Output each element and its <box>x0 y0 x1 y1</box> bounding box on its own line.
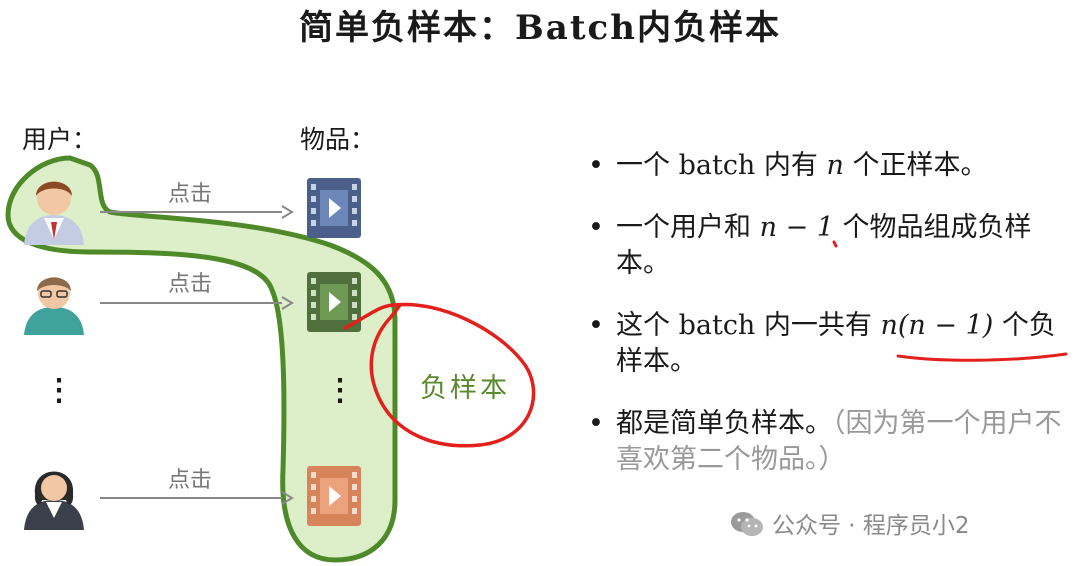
user-avatar-2 <box>24 277 84 335</box>
user-ellipsis: ⋮ <box>44 386 64 396</box>
user-avatar-3 <box>24 472 84 531</box>
bullet-item: 一个 batch 内有 n 个正样本。 <box>588 148 1068 184</box>
items-heading: 物品： <box>300 120 375 156</box>
click-label: 点击 <box>168 462 212 494</box>
arrow-right-icon <box>100 297 292 309</box>
watermark: 公众号 · 程序员小2 <box>730 506 970 543</box>
negative-sample-label: 负样本 <box>420 366 510 405</box>
item-ellipsis: ⋮ <box>325 386 345 396</box>
bullet-list: 一个 batch 内有 n 个正样本。 一个用户和 n − 1 个物品组成负样本… <box>588 148 1068 504</box>
video-file-icon-blue <box>307 178 361 238</box>
bullet-item: 都是简单负样本。（因为第一个用户不喜欢第二个物品。） <box>588 406 1068 478</box>
users-heading: 用户： <box>22 120 97 156</box>
video-file-icon-orange <box>307 466 361 526</box>
click-label: 点击 <box>168 176 212 208</box>
wechat-icon <box>730 511 764 543</box>
bullet-item: 这个 batch 内一共有 n(n − 1) 个负样本。 <box>588 308 1068 380</box>
bullet-item: 一个用户和 n − 1 个物品组成负样本。 <box>588 210 1068 282</box>
click-label: 点击 <box>168 266 212 298</box>
